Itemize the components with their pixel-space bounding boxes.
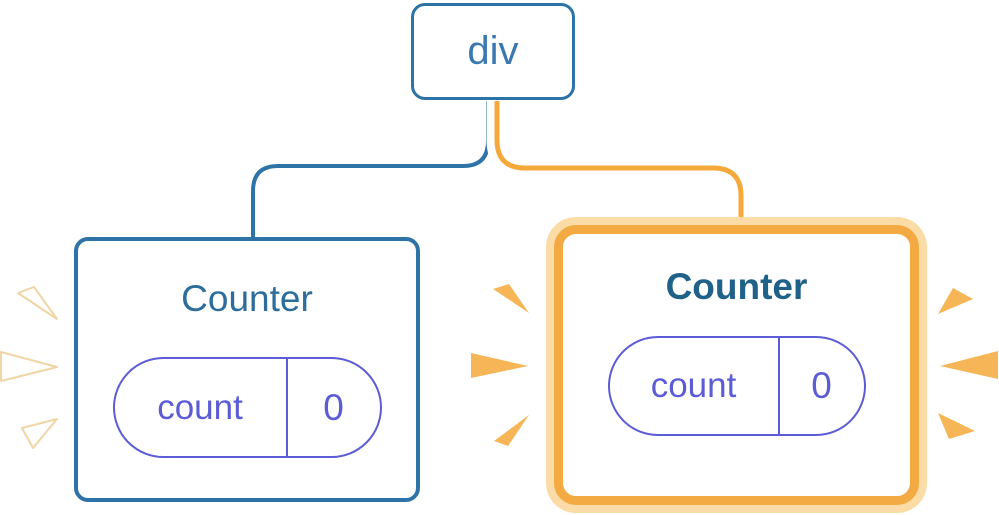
edge-div-to-right-counter [494, 101, 744, 221]
sparkle-icon [940, 351, 998, 379]
edge-div-to-left-counter [251, 101, 490, 241]
counter-component-left: Counter count 0 [74, 237, 420, 502]
sparkle-icon [493, 284, 529, 313]
counter-component-right: Counter count 0 [554, 225, 919, 505]
state-pill: count 0 [607, 336, 866, 436]
sparkle-burst-right-counter-left [471, 284, 529, 446]
sparkle-burst-right-counter-right [938, 288, 998, 439]
edge-div-to-right-counter-casing [486, 101, 752, 221]
component-title: Counter [181, 278, 313, 319]
sparkle-burst-left-counter [0, 286, 58, 449]
dom-node-label: div [467, 29, 519, 73]
counter-component-right-highlight-halo: Counter count 0 [546, 217, 927, 513]
state-value: 0 [811, 365, 832, 406]
dom-node-div: div [411, 3, 575, 100]
state-pill: count 0 [112, 357, 382, 458]
sparkle-icon [21, 418, 58, 449]
state-key: count [115, 359, 288, 456]
state-value: 0 [323, 386, 344, 428]
sparkle-icon [17, 286, 58, 320]
component-title: Counter [665, 266, 808, 307]
sparkle-icon [938, 288, 973, 314]
sparkle-icon [938, 413, 975, 439]
sparkle-icon [0, 351, 58, 382]
sparkle-icon [471, 353, 528, 378]
sparkle-icon [494, 415, 529, 446]
state-key: count [610, 338, 780, 434]
